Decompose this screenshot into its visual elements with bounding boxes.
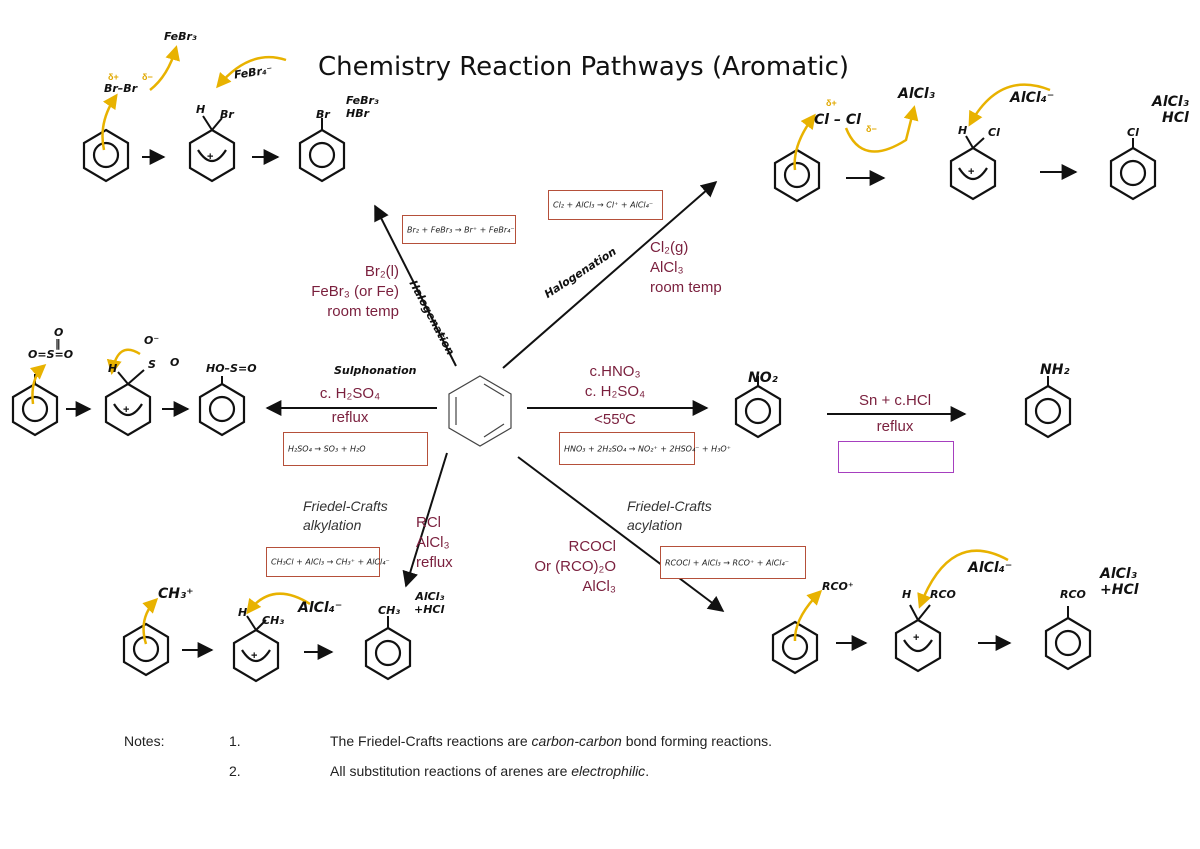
arrow-bromination xyxy=(374,204,457,367)
hw-alk-anion: AlCl₄⁻ xyxy=(298,600,343,616)
hw-so3-product: HO–S=O xyxy=(206,362,257,375)
hw-ch3-plus: CH₃⁺ xyxy=(158,586,194,602)
eq-box-sulphonation: H₂SO₄ → SO₃ + H₂O xyxy=(283,432,428,466)
page-title: Chemistry Reaction Pathways (Aromatic) xyxy=(318,52,850,82)
eq-box-chlorination: Cl₂ + AlCl₃ → Cl⁺ + AlCl₄⁻ xyxy=(548,190,663,220)
conditions-acylation: RCOCl Or (RCO)₂O AlCl₃ xyxy=(534,538,616,595)
hw-cl-delta-plus: δ+ xyxy=(826,98,837,108)
hw-so3-top: O xyxy=(54,326,64,339)
hw-alk-ch3: CH₃ xyxy=(262,614,285,627)
hw-br-plus: + xyxy=(207,151,214,163)
label-fc-acylation: Friedel-Crafts acylation xyxy=(627,498,712,533)
hw-rco-plus: RCO⁺ xyxy=(822,580,854,593)
hw-so3-double-bond: ‖ xyxy=(55,337,61,350)
hw-acy-anion: AlCl₄⁻ xyxy=(968,560,1013,576)
conditions-bromination: Br₂(l) FeBr₃ (or Fe) room temp xyxy=(311,263,399,320)
conditions-nitration: c.HNO₃ c. H₂SO₄ <55ºC xyxy=(584,363,646,428)
notes-label: Notes: xyxy=(124,733,165,749)
hw-cl-h: H xyxy=(958,124,968,137)
hw-br-delta-minus: δ− xyxy=(142,72,153,82)
conditions-alkylation: RCl AlCl₃ reflux xyxy=(416,514,453,571)
hw-no2: NO₂ xyxy=(748,370,778,386)
central-benzene xyxy=(448,375,512,447)
hw-br-delta-plus: δ+ xyxy=(108,72,119,82)
hw-br-reagent: Br–Br xyxy=(104,82,138,95)
hw-acy-product: RCO xyxy=(1060,588,1086,601)
hw-alk-plus: + xyxy=(251,650,258,662)
eq-box-bromination: Br₂ + FeBr₃ → Br⁺ + FeBr₄⁻ xyxy=(402,215,516,244)
curly-arrows xyxy=(30,45,1051,645)
hw-cl-reagent: Cl – Cl xyxy=(814,112,861,128)
hw-acy-rco: RCO xyxy=(930,588,956,601)
hw-br-catalyst: FeBr₃ xyxy=(164,30,197,43)
hw-cl-plus: + xyxy=(968,166,975,178)
hw-so3-plus: + xyxy=(123,404,130,416)
hw-acy-plus: + xyxy=(913,632,920,644)
arrow-acylation xyxy=(517,456,725,612)
eq-box-alkylation: CH₃Cl + AlCl₃ → CH₃⁺ + AlCl₄⁻ xyxy=(266,547,390,577)
hw-nh2: NH₂ xyxy=(1040,362,1070,378)
empty-box-reduction xyxy=(838,441,954,473)
hw-acy-byproducts: AlCl₃ +HCl xyxy=(1100,566,1139,598)
arrow-alkylation xyxy=(402,452,448,588)
conditions-chlorination: Cl₂(g) AlCl₃ room temp xyxy=(650,239,722,296)
hw-br-byproducts: FeBr₃ HBr xyxy=(346,94,379,120)
hw-cl-anion: AlCl₄⁻ xyxy=(1010,90,1055,106)
arrow-chlorination xyxy=(502,180,718,369)
note-2-text: All substitution reactions of arenes are… xyxy=(330,763,650,779)
hw-br-br: Br xyxy=(220,108,234,121)
hw-br-h: H xyxy=(196,103,206,116)
pathway-arrows xyxy=(265,180,967,612)
hw-alk-byproducts: AlCl₃ +HCl xyxy=(414,590,445,616)
note-1-number: 1. xyxy=(229,733,241,749)
hw-alk-h: H xyxy=(238,606,248,619)
hw-cl-catalyst: AlCl₃ xyxy=(898,86,935,102)
note-2-number: 2. xyxy=(229,763,241,779)
hw-acy-h: H xyxy=(902,588,912,601)
conditions-reduction: Sn + c.HCl reflux xyxy=(858,392,932,435)
eq-box-acylation: RCOCl + AlCl₃ → RCO⁺ + AlCl₄⁻ xyxy=(660,546,806,579)
hw-so3-inter-s: S xyxy=(148,358,156,371)
label-sulphonation: Sulphonation xyxy=(334,364,417,377)
hw-cl-product-cl: Cl xyxy=(1127,126,1139,139)
label-fc-alkylation: Friedel-Crafts alkylation xyxy=(303,498,388,533)
hw-cl-cl: Cl xyxy=(988,126,1000,139)
eq-box-nitration: HNO₃ + 2H₂SO₄ → NO₂⁺ + 2HSO₄⁻ + H₃O⁺ xyxy=(559,432,731,465)
intermediate-bonds xyxy=(34,115,1134,631)
hw-so3-inter-o: O xyxy=(170,356,180,369)
hw-cl-byproducts: AlCl₃ HCl xyxy=(1152,94,1189,126)
hw-cl-delta-minus: δ− xyxy=(866,124,877,134)
hw-br-product-br: Br xyxy=(316,108,330,121)
hw-so3: O=S=O xyxy=(28,348,74,361)
hw-alk-product: CH₃ xyxy=(378,604,401,617)
hw-so3-oanion: O⁻ xyxy=(144,334,160,347)
step-arrows xyxy=(66,149,1078,660)
conditions-sulphonation: c. H₂SO₄ reflux xyxy=(319,385,381,426)
handdrawn-rings xyxy=(11,128,1157,683)
hw-so3-inter-h: H xyxy=(108,362,118,375)
note-1-text: The Friedel-Crafts reactions are carbon-… xyxy=(330,733,773,749)
